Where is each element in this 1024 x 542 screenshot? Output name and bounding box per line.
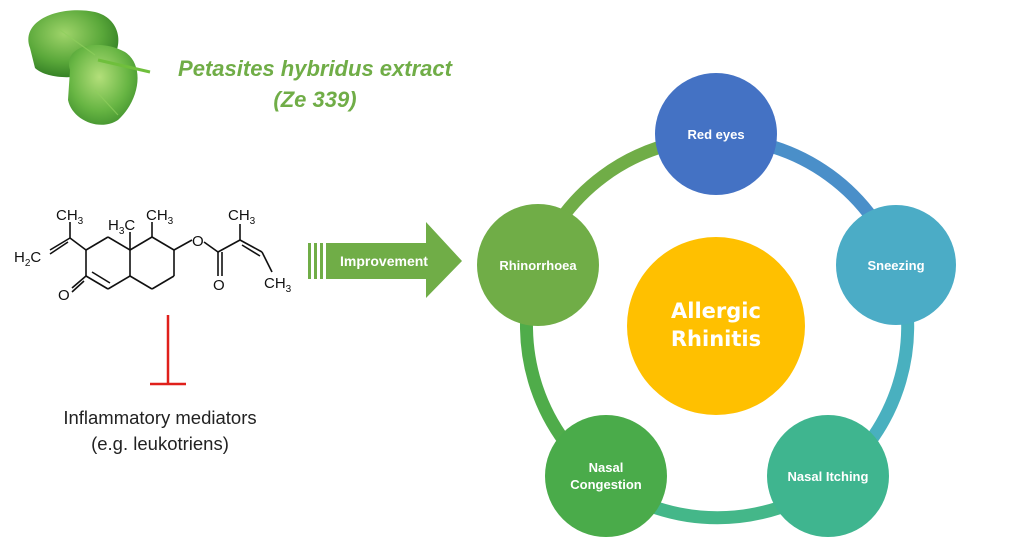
svg-text:Rhinitis: Rhinitis [671,327,761,351]
svg-text:CH3: CH3 [264,275,292,295]
inhibition-bar [150,315,186,386]
svg-text:CH3: CH3 [228,207,256,227]
svg-text:H3C: H3C [108,217,135,237]
svg-text:Allergic: Allergic [671,299,761,323]
svg-text:O: O [58,287,70,304]
svg-text:Sneezing: Sneezing [867,258,924,273]
inflammatory-mediators-label: Inflammatory mediators [63,407,257,428]
symptom-nasal-congestion: Nasal Congestion [545,415,667,537]
symptom-rhinorrhoea: Rhinorrhoea [477,204,599,326]
svg-text:CH3: CH3 [56,207,84,227]
extract-code: (Ze 339) [273,87,357,112]
symptom-sneezing: Sneezing [836,205,956,325]
symptom-red-eyes: Red eyes [655,73,777,195]
svg-text:Nasal Itching: Nasal Itching [788,469,869,484]
improvement-arrow: Improvement [308,222,462,298]
svg-text:Congestion: Congestion [570,477,642,492]
allergic-rhinitis-center: Allergic Rhinitis [627,237,805,415]
petasites-leaves-image [28,10,151,125]
svg-text:O: O [192,233,204,250]
svg-text:Rhinorrhoea: Rhinorrhoea [499,258,577,273]
svg-text:CH3: CH3 [146,207,174,227]
svg-text:H2C: H2C [14,249,41,269]
symptom-nasal-itching: Nasal Itching [767,415,889,537]
svg-text:Nasal: Nasal [589,460,624,475]
petasin-molecule [49,222,273,293]
extract-title: Petasites hybridus extract [178,56,452,81]
molecule-labels: CH3 H2C O H3C CH3 O O CH3 CH3 [14,207,292,304]
leukotriens-label: (e.g. leukotriens) [91,433,229,454]
improvement-label: Improvement [340,253,428,269]
svg-text:Red eyes: Red eyes [687,127,744,142]
svg-text:O: O [213,277,225,294]
